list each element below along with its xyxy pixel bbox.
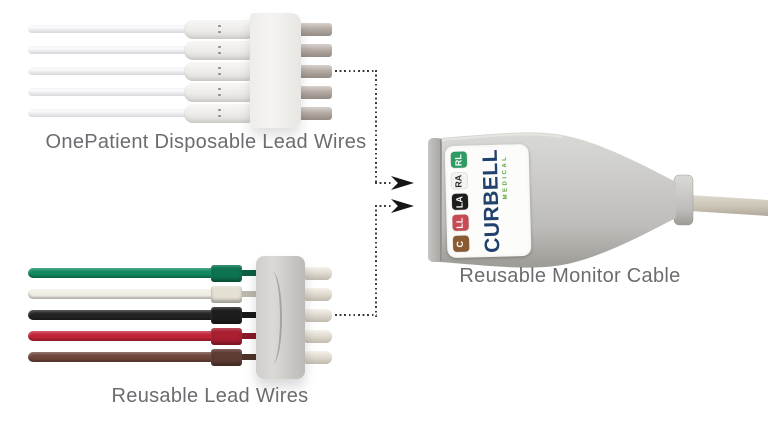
barrel-dot <box>218 114 221 117</box>
disposable-lead-wires-caption: OnePatient Disposable Lead Wires <box>45 131 367 153</box>
lead-wire <box>28 25 185 33</box>
wire-strain-relief <box>184 82 256 102</box>
lead-wire-white <box>28 289 212 299</box>
connector-mating-face <box>428 138 442 262</box>
lead-wire <box>28 46 185 54</box>
disposable-wire-row <box>28 40 334 60</box>
lead-wire-black <box>28 310 212 320</box>
connector-pin <box>300 106 332 120</box>
connector-arc-detail <box>266 272 282 364</box>
wire-strain-relief <box>184 40 256 60</box>
connector-pin <box>305 329 332 343</box>
reusable-lead-wires-caption: Reusable Lead Wires <box>111 385 309 407</box>
connector-pin <box>300 22 332 36</box>
connector-pin <box>300 64 332 78</box>
lead-badge-text: LL <box>454 217 465 229</box>
dotted-connector-line <box>375 70 377 185</box>
barrel-dot <box>218 66 221 69</box>
barrel-dot <box>218 30 221 33</box>
dotted-connector-line <box>375 205 377 317</box>
disposable-wire-row <box>28 19 334 39</box>
disposable-wire-row <box>28 103 334 123</box>
barrel-dot <box>218 45 221 48</box>
lead-wire-green <box>28 268 212 278</box>
lead-badge-ll: LL <box>451 214 469 231</box>
barrel-dot <box>218 72 221 75</box>
brand-zone: CURBELL MEDICAL <box>471 144 532 257</box>
wire-boot <box>211 306 242 324</box>
barrel-dot <box>218 24 221 27</box>
lead-badge-column: RL RA LA LL C <box>450 151 470 252</box>
wire-boot <box>211 285 242 303</box>
dotted-connector-line <box>375 205 392 207</box>
lead-badge-rl: RL <box>450 151 467 168</box>
wire-strain-relief <box>184 103 256 123</box>
cable-collar <box>673 174 694 226</box>
reusable-monitor-cable-caption: Reusable Monitor Cable <box>459 265 681 287</box>
wire-boot <box>211 348 242 366</box>
dotted-connector-line <box>375 182 392 184</box>
face-seam-line <box>440 139 442 261</box>
connector-pin <box>305 266 332 280</box>
lead-badge-text: RL <box>452 153 464 166</box>
monitor-cable-cord <box>690 195 768 216</box>
lead-wire <box>28 88 185 96</box>
dotted-connector-line <box>335 70 377 72</box>
lead-wire-red <box>28 331 212 341</box>
connector-pin <box>305 287 332 301</box>
barrel-dot <box>218 93 221 96</box>
lead-badge-text: RA <box>453 174 464 188</box>
barrel-dot <box>218 51 221 54</box>
wire-strain-relief <box>184 61 256 81</box>
connection-arrow-icon <box>391 199 414 213</box>
barrel-dot <box>218 108 221 111</box>
dotted-connector-line <box>335 314 377 316</box>
lead-badge-c: C <box>452 235 469 252</box>
lead-wire <box>28 67 185 75</box>
wire-boot <box>211 264 242 282</box>
disposable-wire-row <box>28 82 334 102</box>
brand-name: CURBELL <box>478 148 505 254</box>
lead-badge-text: LA <box>453 195 465 208</box>
connector-pin <box>300 85 332 99</box>
connector-body <box>250 13 301 128</box>
lead-wire-brown <box>28 352 212 362</box>
connector-pin <box>305 308 332 322</box>
connector-pin <box>300 43 332 57</box>
brand-logo: CURBELL MEDICAL <box>478 144 523 257</box>
wire-boot <box>211 327 242 345</box>
lead-badge-ra: RA <box>450 172 468 189</box>
lead-badge-la: LA <box>451 193 468 210</box>
connection-arrow-icon <box>391 176 414 190</box>
wire-strain-relief <box>184 19 256 39</box>
lead-wire <box>28 109 185 117</box>
monitor-cable-label: RL RA LA LL C CURBELL MEDICAL <box>444 143 532 259</box>
connector-pin <box>305 350 332 364</box>
barrel-dot <box>218 87 221 90</box>
housing-highlight <box>441 133 563 141</box>
lead-badge-text: C <box>455 240 466 248</box>
disposable-wire-row <box>28 61 334 81</box>
